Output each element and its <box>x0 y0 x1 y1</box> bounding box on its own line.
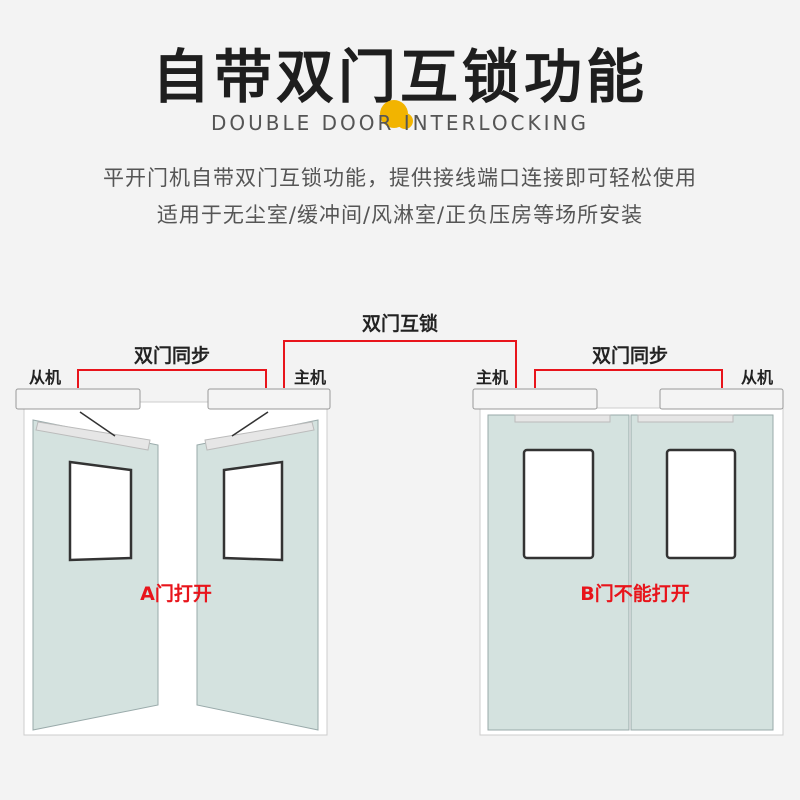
door-b <box>472 388 784 736</box>
door-a-master-operator <box>207 388 331 410</box>
interlock-label: 双门互锁 <box>361 313 439 335</box>
accent-dot-small <box>397 113 413 129</box>
door-b-slave-operator <box>659 388 784 410</box>
door-b-slave-label: 从机 <box>740 368 774 387</box>
door-a-right-window <box>222 460 284 562</box>
door-a-slave-operator <box>15 388 141 410</box>
description-line-1: 平开门机自带双门互锁功能，提供接线端口连接即可轻松使用 <box>103 166 697 190</box>
door-a-master-label: 主机 <box>293 368 327 387</box>
door-b-master-operator <box>472 388 598 410</box>
sync-wire-b <box>534 369 723 388</box>
door-b-sync-label: 双门同步 <box>591 345 669 367</box>
subtitle: DOUBLE DOOR INTERLOCKING <box>211 111 589 135</box>
door-a-left-window <box>68 460 133 562</box>
page-title: 自带双门互锁功能 <box>151 43 648 111</box>
sync-wire-a <box>77 369 267 388</box>
interlock-wire <box>283 340 517 388</box>
door-a <box>15 388 331 736</box>
description-line-2: 适用于无尘室/缓冲间/风淋室/正负压房等场所安装 <box>156 203 644 227</box>
door-b-status: B门不能打开 <box>580 583 690 605</box>
door-b-master-label: 主机 <box>475 368 509 387</box>
door-a-sync-label: 双门同步 <box>133 345 211 367</box>
door-a-status: A门打开 <box>140 583 212 605</box>
wires <box>77 340 723 388</box>
door-b-left-window <box>522 448 595 560</box>
door-a-slave-label: 从机 <box>28 368 62 387</box>
door-b-right-window <box>665 448 737 560</box>
